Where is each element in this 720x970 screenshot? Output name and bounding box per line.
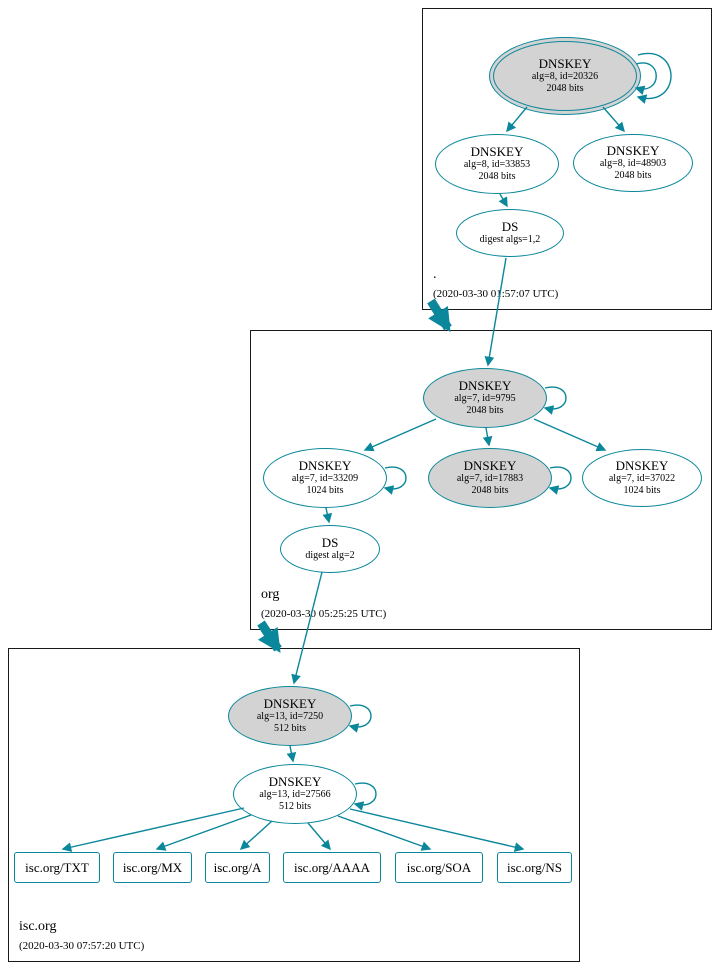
node-detail: alg=8, id=48903: [599, 158, 667, 170]
node-detail: 2048 bits: [614, 170, 652, 182]
node-detail: digest algs=1,2: [479, 234, 541, 246]
node-title: DNSKEY: [263, 695, 317, 711]
node-title: DNSKEY: [298, 457, 352, 473]
dnskey-node-27566: DNSKEY alg=13, id=27566 512 bits: [233, 764, 357, 824]
node-title: DS: [501, 218, 519, 234]
node-title: DS: [321, 534, 339, 550]
node-detail: alg=7, id=9795: [454, 393, 516, 405]
rrset-label: isc.org/NS: [506, 859, 562, 875]
dnskey-node-7250: DNSKEY alg=13, id=7250 512 bits: [228, 686, 352, 746]
zone-timestamp-org: (2020-03-30 05:25:25 UTC): [261, 607, 387, 620]
rrset-label: isc.org/AAAA: [294, 859, 370, 875]
zone-timestamp-root: (2020-03-30 01:57:07 UTC): [433, 287, 559, 300]
node-title: DNSKEY: [615, 457, 669, 473]
zone-label-isc-org: isc.org (2020-03-30 07:57:20 UTC): [19, 919, 144, 953]
dnskey-node-9795: DNSKEY alg=7, id=9795 2048 bits: [423, 368, 547, 428]
dnskey-node-20326-inner: DNSKEY alg=8, id=20326 2048 bits: [493, 41, 637, 111]
node-detail: 1024 bits: [306, 485, 344, 497]
dnskey-node-48903: DNSKEY alg=8, id=48903 2048 bits: [573, 134, 693, 192]
dnskey-node-33209: DNSKEY alg=7, id=33209 1024 bits: [263, 448, 387, 508]
node-detail: alg=7, id=17883: [456, 473, 524, 485]
rrset-label: isc.org/MX: [122, 859, 183, 875]
ds-node-org: DS digest algs=1,2: [456, 209, 564, 257]
node-detail: 2048 bits: [478, 171, 516, 183]
dnskey-node-17883: DNSKEY alg=7, id=17883 2048 bits: [428, 448, 552, 508]
rrset-label: isc.org/A: [213, 859, 262, 875]
node-detail: 512 bits: [279, 801, 311, 813]
node-detail: 512 bits: [274, 723, 306, 735]
dnskey-node-37022: DNSKEY alg=7, id=37022 1024 bits: [582, 449, 702, 507]
node-detail: alg=7, id=37022: [608, 473, 676, 485]
node-title: DNSKEY: [606, 142, 660, 158]
zone-name-org: org: [261, 586, 280, 602]
node-detail: alg=13, id=7250: [256, 711, 324, 723]
zone-box-isc-org: isc.org (2020-03-30 07:57:20 UTC): [8, 648, 580, 962]
rrset-node-isc-org-aaaa: isc.org/AAAA: [283, 852, 381, 883]
zone-timestamp-isc-org: (2020-03-30 07:57:20 UTC): [19, 939, 145, 952]
rrset-label: isc.org/TXT: [25, 859, 89, 875]
ds-node-isc-org: DS digest alg=2: [280, 525, 380, 573]
zone-name-root: .: [433, 266, 437, 282]
zone-box-org: org (2020-03-30 05:25:25 UTC): [250, 330, 712, 630]
rrset-node-isc-org-ns: isc.org/NS: [497, 852, 572, 883]
node-detail: alg=8, id=20326: [531, 71, 599, 83]
node-detail: digest alg=2: [305, 550, 355, 562]
zone-label-org: org (2020-03-30 05:25:25 UTC): [261, 587, 386, 621]
node-detail: 2048 bits: [546, 83, 584, 95]
zone-label-root: . (2020-03-30 01:57:07 UTC): [433, 267, 558, 301]
rrset-label: isc.org/SOA: [406, 859, 472, 875]
node-title: DNSKEY: [458, 377, 512, 393]
zone-name-isc-org: isc.org: [19, 918, 57, 934]
rrset-node-isc-org-soa: isc.org/SOA: [395, 852, 483, 883]
node-detail: alg=13, id=27566: [259, 789, 331, 801]
node-title: DNSKEY: [538, 55, 592, 71]
rrset-node-isc-org-txt: isc.org/TXT: [14, 852, 100, 883]
node-title: DNSKEY: [268, 773, 322, 789]
node-detail: 2048 bits: [466, 405, 504, 417]
dnskey-node-20326-trust-anchor: DNSKEY alg=8, id=20326 2048 bits: [489, 37, 641, 115]
node-detail: alg=8, id=33853: [463, 159, 531, 171]
node-title: DNSKEY: [463, 457, 517, 473]
node-detail: alg=7, id=33209: [291, 473, 359, 485]
node-detail: 1024 bits: [623, 485, 661, 497]
node-detail: 2048 bits: [471, 485, 509, 497]
rrset-node-isc-org-a: isc.org/A: [205, 852, 270, 883]
node-title: DNSKEY: [470, 143, 524, 159]
dnskey-node-33853: DNSKEY alg=8, id=33853 2048 bits: [435, 134, 559, 194]
rrset-node-isc-org-mx: isc.org/MX: [113, 852, 192, 883]
